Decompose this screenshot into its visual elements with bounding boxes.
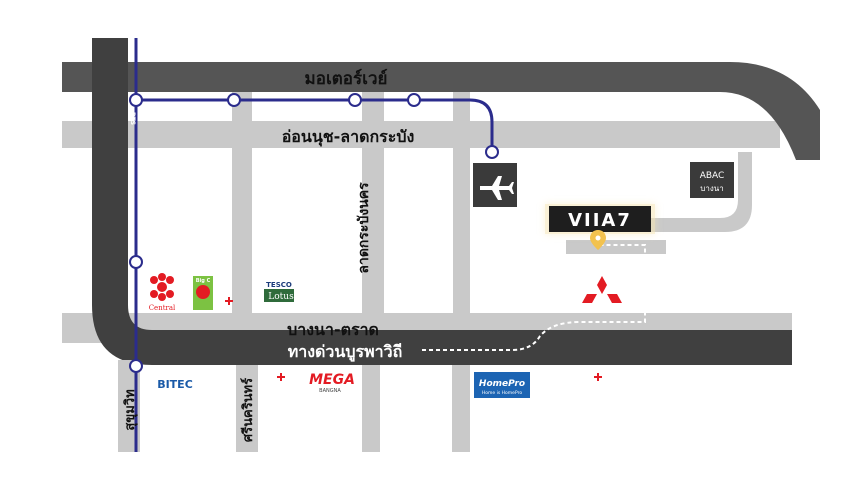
road-abac-connector	[645, 152, 752, 232]
project-logo-box: VIIA7	[545, 204, 655, 234]
project-logo: VIIA7	[568, 210, 632, 231]
bangna-label: BANGNA	[319, 388, 341, 394]
minor-roads	[62, 92, 792, 452]
road-srinagarindra	[236, 360, 258, 452]
homepro-label: HomePro	[479, 379, 525, 389]
road-vertical-south-2	[362, 360, 380, 452]
road-on-nut	[62, 121, 780, 148]
road-vertical-2	[362, 92, 384, 322]
road-project-spur	[566, 240, 666, 254]
central-logo: Central	[149, 273, 176, 312]
hospital-markers	[225, 297, 602, 381]
mega-bangna-logo: MEGA BANGNA	[309, 372, 355, 394]
mega-label: MEGA	[309, 372, 355, 388]
route-to-project	[422, 244, 646, 351]
label-motorway: มอเตอร์เวย์	[305, 68, 388, 89]
tesco-lotus-logo: TESCO Lotus	[264, 281, 294, 302]
train-icon	[227, 93, 241, 107]
train-icon	[485, 145, 499, 159]
big-c-label: Big C	[196, 278, 211, 284]
road-motorway	[62, 62, 820, 160]
train-icon	[129, 359, 143, 373]
plus-icon	[277, 373, 285, 381]
label-srinagarindra: ศรีนครินทร์	[240, 378, 256, 442]
label-on-nut: อ่อนนุช-ลาดกระบัง	[282, 127, 415, 147]
airport-marker	[473, 163, 517, 207]
road-vertical-south-3	[452, 360, 470, 452]
label-lat-krabang: ลาดกระบังนคร	[356, 182, 372, 274]
airplane-icon	[480, 176, 514, 200]
train-icon	[129, 255, 143, 269]
train-icon	[129, 93, 143, 107]
abac-marker: ABAC บางนา	[690, 162, 734, 198]
label-bang-na-trat: บางนา-ตราด	[287, 320, 379, 339]
train-icon	[348, 93, 362, 107]
road-sukhumvit-expressway	[92, 38, 792, 365]
train-icon	[407, 93, 421, 107]
homepro-tagline: Home is HomePro	[482, 390, 522, 396]
road-vertical-3	[453, 92, 470, 322]
road-vertical-1	[232, 92, 252, 322]
bts-tag: BTS	[129, 112, 136, 125]
bitec-logo: BITEC	[157, 378, 193, 391]
big-c-logo: Big C	[193, 276, 213, 310]
label-expressway: ทางด่วนบูรพาวิถี	[288, 342, 403, 363]
plus-icon	[594, 373, 602, 381]
bts-stations	[129, 93, 499, 373]
map-pin-icon	[590, 230, 606, 250]
label-sukhumvit: สุขุมวิท	[123, 389, 138, 430]
central-label: Central	[149, 304, 176, 312]
plus-icon	[225, 297, 233, 305]
lotus-label: Lotus	[268, 292, 294, 302]
mitsubishi-logo	[582, 276, 622, 303]
homepro-logo: HomePro Home is HomePro	[474, 372, 530, 398]
tesco-label: TESCO	[266, 281, 292, 289]
abac-sub-label: บางนา	[700, 184, 723, 193]
abac-label: ABAC	[700, 171, 725, 181]
